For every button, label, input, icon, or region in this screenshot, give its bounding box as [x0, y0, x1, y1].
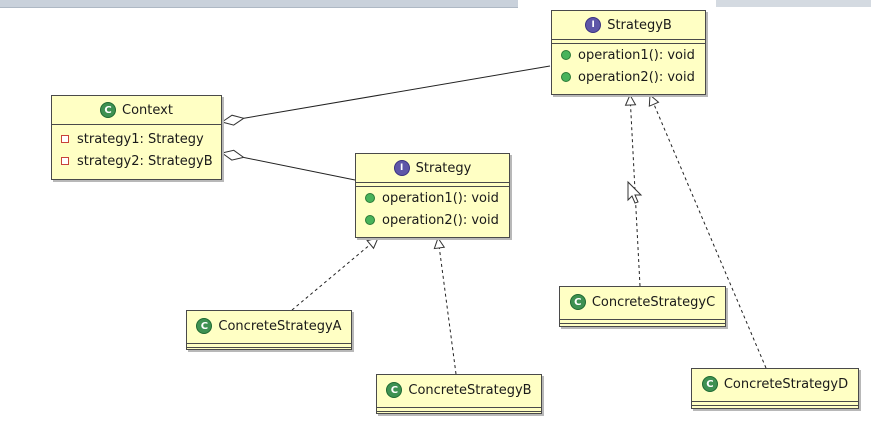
public-method-icon	[365, 215, 375, 225]
aggregation-context-strategy	[222, 153, 356, 181]
attribute-compartment	[560, 319, 725, 320]
class-context[interactable]: C Context strategy1: Strategy strategy2:…	[51, 95, 222, 180]
aggregation-context-strategyb	[222, 65, 551, 122]
class-icon: C	[196, 318, 213, 334]
attribute-compartment	[377, 407, 541, 408]
interface-strategyb[interactable]: I StrategyB operation1(): void operation…	[551, 10, 706, 95]
class-concrete-strategy-b[interactable]: C ConcreteStrategyB	[376, 374, 542, 414]
method-signature: operation1(): void	[382, 190, 499, 206]
class-concrete-strategy-a[interactable]: C ConcreteStrategyA	[186, 310, 352, 350]
side-tab-bar	[716, 0, 871, 7]
class-concrete-strategy-d[interactable]: C ConcreteStrategyD	[691, 368, 859, 409]
class-concrete-strategy-c-name: ConcreteStrategyC	[591, 294, 716, 310]
method-compartment	[560, 323, 725, 324]
realization-d-strategyb	[650, 95, 767, 369]
realization-a-strategy	[291, 238, 378, 311]
method-row[interactable]: operation1(): void	[356, 187, 509, 209]
method-row[interactable]: operation1(): void	[552, 44, 705, 66]
interface-strategy-header: I Strategy	[356, 154, 509, 183]
public-method-icon	[365, 193, 375, 203]
class-concrete-strategy-d-name: ConcreteStrategyD	[723, 376, 849, 392]
interface-strategy[interactable]: I Strategy operation1(): void operation2…	[355, 153, 510, 238]
method-signature: operation2(): void	[578, 69, 695, 85]
field-signature: strategy2: StrategyB	[77, 153, 213, 169]
attribute-compartment	[187, 343, 351, 344]
attribute-compartment	[356, 183, 509, 187]
class-concrete-strategy-c-header: C ConcreteStrategyC	[560, 287, 725, 317]
private-field-icon	[61, 135, 69, 143]
class-context-name: Context	[122, 102, 173, 118]
method-compartment	[377, 411, 541, 412]
interface-icon: I	[393, 160, 410, 176]
interface-strategyb-name: StrategyB	[607, 17, 672, 33]
attribute-compartment	[552, 40, 705, 44]
class-concrete-strategy-b-name: ConcreteStrategyB	[408, 382, 532, 398]
method-signature: operation2(): void	[382, 212, 499, 228]
class-concrete-strategy-a-name: ConcreteStrategyA	[218, 318, 342, 334]
interface-strategy-name: Strategy	[415, 160, 472, 176]
attribute-compartment	[692, 401, 858, 402]
editor-tab-bar	[0, 0, 518, 8]
class-icon: C	[569, 294, 586, 310]
class-concrete-strategy-a-header: C ConcreteStrategyA	[187, 311, 351, 341]
class-concrete-strategy-c[interactable]: C ConcreteStrategyC	[559, 286, 726, 327]
method-compartment	[692, 405, 858, 406]
mouse-cursor-icon	[627, 180, 643, 204]
private-field-icon	[61, 157, 69, 165]
interface-strategyb-header: I StrategyB	[552, 11, 705, 40]
class-icon: C	[100, 102, 117, 118]
class-concrete-strategy-d-header: C ConcreteStrategyD	[692, 369, 858, 399]
public-method-icon	[561, 72, 571, 82]
field-signature: strategy1: Strategy	[77, 131, 204, 147]
class-icon: C	[701, 376, 718, 392]
method-compartment	[187, 347, 351, 348]
public-method-icon	[561, 50, 571, 60]
interface-icon: I	[585, 17, 602, 33]
field-row[interactable]: strategy2: StrategyB	[52, 150, 221, 172]
field-row[interactable]: strategy1: Strategy	[52, 128, 221, 150]
method-row[interactable]: operation2(): void	[552, 66, 705, 88]
method-row[interactable]: operation2(): void	[356, 209, 509, 231]
realization-b-strategy	[438, 238, 457, 375]
class-concrete-strategy-b-header: C ConcreteStrategyB	[377, 375, 541, 405]
realization-c-strategyb	[630, 95, 641, 287]
window-top-strip	[0, 0, 871, 8]
class-context-header: C Context	[52, 96, 221, 125]
method-signature: operation1(): void	[578, 47, 695, 63]
class-icon: C	[386, 382, 403, 398]
